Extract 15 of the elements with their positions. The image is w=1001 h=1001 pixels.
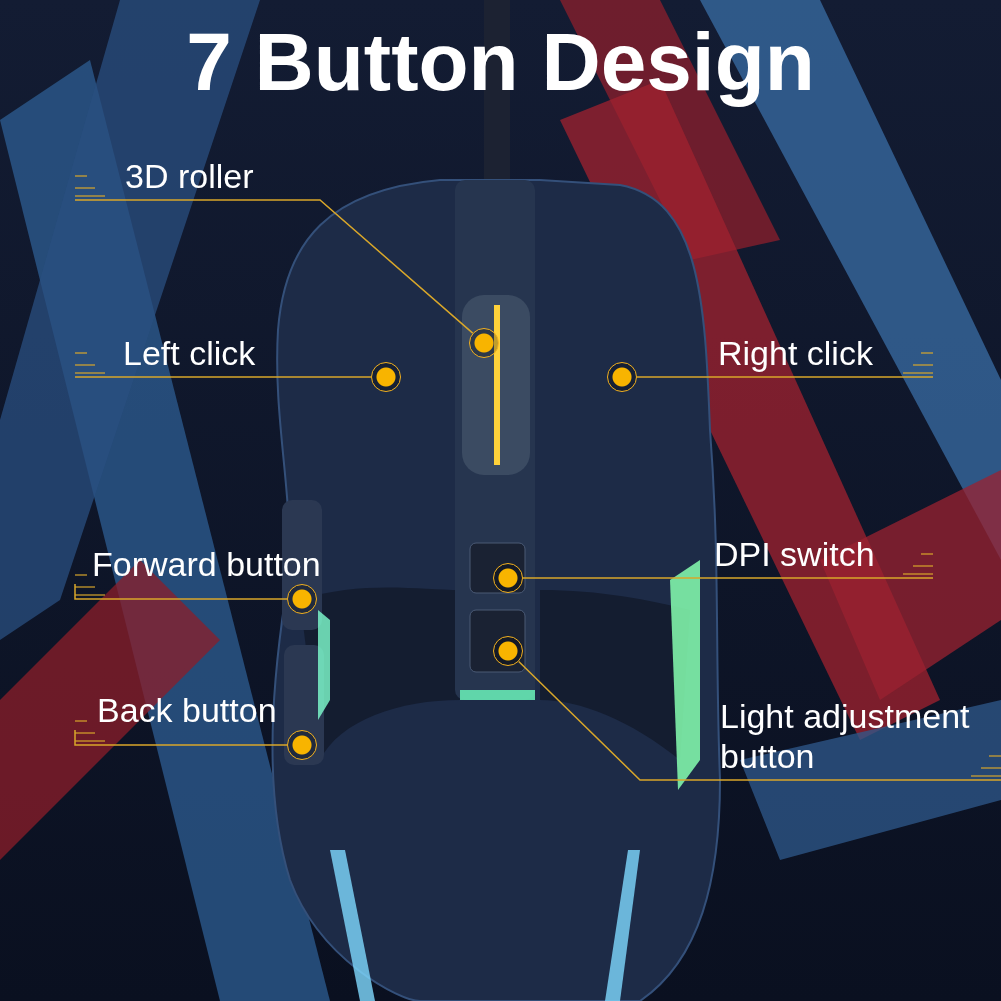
callout-label: Forward button	[92, 544, 322, 584]
leader-line	[74, 729, 288, 746]
leader-line	[636, 376, 934, 378]
callout-label: DPI switch	[714, 534, 876, 574]
leader-line	[522, 577, 934, 579]
leader-line	[74, 376, 372, 378]
leader-line	[74, 199, 474, 334]
leader-line	[74, 583, 288, 600]
callout-label: Back button	[97, 690, 278, 730]
callout-label: Right click	[718, 333, 874, 373]
title: 7 Button Design	[186, 15, 815, 109]
callout-label: 3D roller	[125, 156, 255, 196]
callout-label: Left click	[123, 333, 257, 373]
leader-line	[518, 660, 1001, 781]
callout-label: Light adjustment button	[720, 696, 971, 776]
